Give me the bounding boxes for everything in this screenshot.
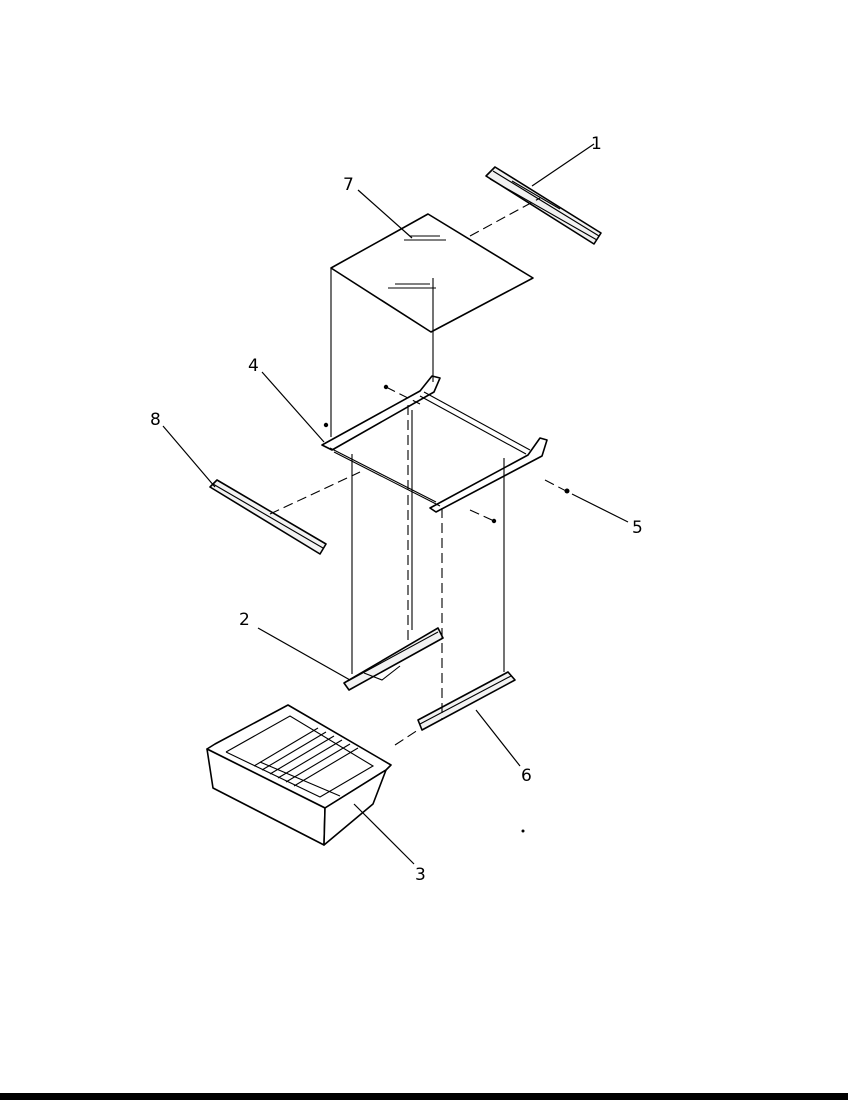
part-2-left-rail: [343, 627, 444, 691]
callout-1: 1: [591, 134, 602, 154]
part-1-shelf-trim: [485, 166, 602, 245]
callout-4: 4: [248, 356, 259, 376]
callout-2: 2: [239, 610, 250, 630]
callout-6: 6: [521, 766, 532, 786]
callout-labels: 1 7 4 8 5 2 6 3: [150, 134, 643, 885]
callout-3: 3: [415, 865, 426, 885]
part-7-glass-shelf: [330, 213, 534, 333]
part-6-right-rail: [417, 671, 516, 731]
drawer-grid: [253, 727, 359, 797]
leader-lines: [162, 143, 629, 865]
bottom-rule: [0, 1093, 848, 1100]
callout-7: 7: [343, 175, 354, 195]
part-3-crisper-drawer: [206, 704, 392, 846]
part-4-shelf-frame: [321, 375, 548, 524]
assembly-lines: [269, 197, 569, 746]
part-5-screw: [564, 488, 570, 494]
callout-8: 8: [150, 410, 161, 430]
callout-5: 5: [632, 518, 643, 538]
stray-mark: [521, 829, 525, 833]
part-8-side-trim: [209, 479, 327, 555]
